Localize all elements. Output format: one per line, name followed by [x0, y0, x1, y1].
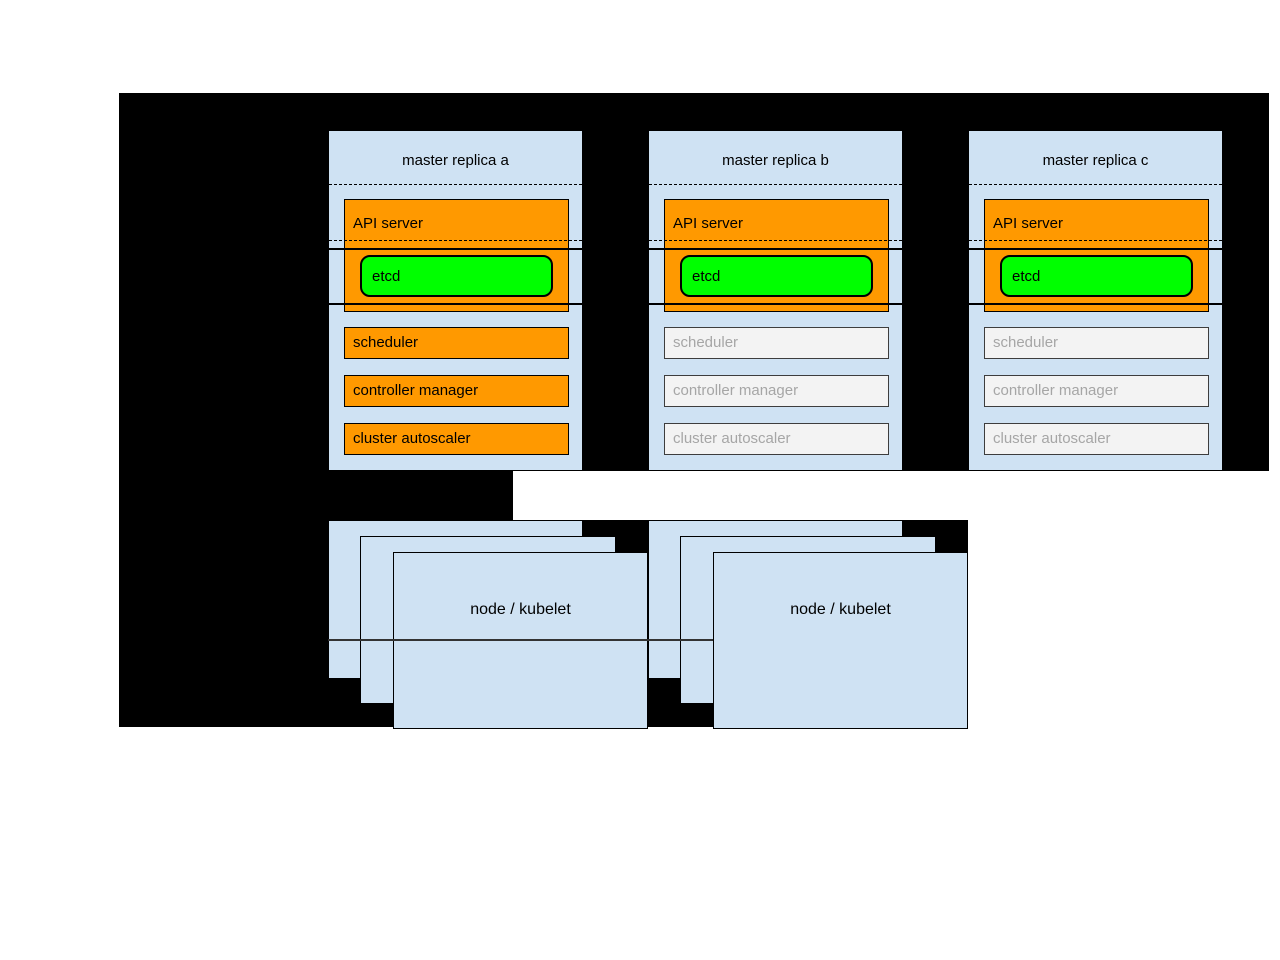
etcd-band-bottom-line	[329, 303, 582, 305]
api-divider-dashed-line	[329, 240, 582, 241]
etcd-band-bottom-line	[969, 303, 1222, 305]
master-replica-a-title: master replica a	[402, 152, 509, 169]
api-server-label: API server	[353, 215, 424, 232]
scheduler-box-inactive: scheduler	[664, 327, 889, 359]
backdrop-connector	[119, 471, 513, 520]
controller-manager-box-inactive: controller manager	[984, 375, 1209, 407]
etcd-box: etcd	[680, 255, 873, 297]
node-kubelet-label: node / kubelet	[790, 601, 891, 618]
cluster-autoscaler-box-inactive: cluster autoscaler	[984, 423, 1209, 455]
controller-manager-box: controller manager	[344, 375, 569, 407]
cluster-autoscaler-box-inactive: cluster autoscaler	[664, 423, 889, 455]
node-stack-1: node / kubelet	[328, 520, 648, 729]
master-replica-b-box: master replica b API server etcd schedul…	[648, 130, 903, 471]
api-divider-dashed-line	[969, 240, 1222, 241]
etcd-label: etcd	[1012, 267, 1041, 285]
node-stack-2: node / kubelet	[648, 520, 968, 729]
node-box-front: node / kubelet	[713, 552, 968, 729]
etcd-band-bottom-line	[649, 303, 902, 305]
controller-manager-box-inactive: controller manager	[664, 375, 889, 407]
etcd-label: etcd	[692, 267, 721, 285]
etcd-box: etcd	[360, 255, 553, 297]
etcd-band-top-line	[649, 248, 902, 250]
etcd-box: etcd	[1000, 255, 1193, 297]
scheduler-box: scheduler	[344, 327, 569, 359]
api-server-label: API server	[673, 215, 744, 232]
etcd-band-top-line	[969, 248, 1222, 250]
title-divider-dashed-line	[329, 184, 582, 185]
node-bus-line	[328, 639, 713, 641]
master-replica-b-title: master replica b	[722, 152, 829, 169]
title-divider-dashed-line	[969, 184, 1222, 185]
title-divider-dashed-line	[649, 184, 902, 185]
etcd-label: etcd	[372, 267, 401, 285]
api-server-label: API server	[993, 215, 1064, 232]
api-divider-dashed-line	[649, 240, 902, 241]
etcd-band-top-line	[329, 248, 582, 250]
master-replica-c-title: master replica c	[1042, 152, 1149, 169]
node-kubelet-label: node / kubelet	[470, 601, 571, 618]
cluster-autoscaler-box: cluster autoscaler	[344, 423, 569, 455]
master-replica-a-box: master replica a API server etcd schedul…	[328, 130, 583, 471]
master-replica-c-box: master replica c API server etcd schedul…	[968, 130, 1223, 471]
scheduler-box-inactive: scheduler	[984, 327, 1209, 359]
